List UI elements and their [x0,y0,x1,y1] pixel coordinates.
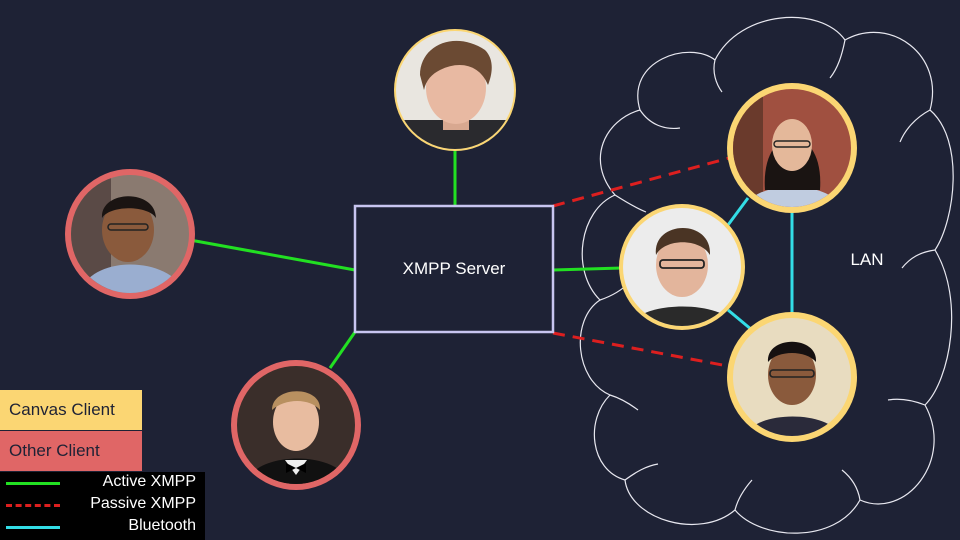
xmpp-server-label: XMPP Server [402,259,506,278]
legend-row-passive: Passive XMPP [0,494,205,516]
avatar-canvas-client-mid [619,204,745,330]
lan-cloud [579,16,954,534]
legend-active-xmpp: Active XMPP [102,473,196,490]
active-xmpp-link-bottom [328,331,357,369]
active-xmpp-link-mid [552,266,623,272]
passive-xmpp-swatch [6,504,60,507]
bluetooth-swatch [6,526,60,529]
legend-other-client: Other Client [0,431,142,471]
avatar-other-client-left [65,169,195,299]
passive-xmpp-link-top [552,155,734,208]
active-xmpp-link-left [189,238,356,272]
avatar-canvas-client-bottom-right [727,312,857,442]
passive-xmpp-link-bottom [552,331,734,369]
legend-line-types: Active XMPP Passive XMPP Bluetooth [0,472,205,540]
lan-label: LAN [850,250,884,269]
xmpp-server-box [353,204,555,334]
legend-row-bluetooth: Bluetooth [0,516,205,538]
legend-row-active: Active XMPP [0,472,205,494]
avatar-canvas-client-top-right [727,83,857,213]
legend-bluetooth: Bluetooth [128,517,196,534]
legend-canvas-client: Canvas Client [0,390,142,430]
bluetooth-link-3 [727,308,753,332]
connection-lines [189,150,794,369]
avatar-other-client-bottom [231,360,361,490]
active-xmpp-swatch [6,482,60,485]
legend-passive-xmpp: Passive XMPP [90,495,196,512]
bluetooth-link-1 [726,197,750,226]
avatar-canvas-client-top [394,29,516,151]
